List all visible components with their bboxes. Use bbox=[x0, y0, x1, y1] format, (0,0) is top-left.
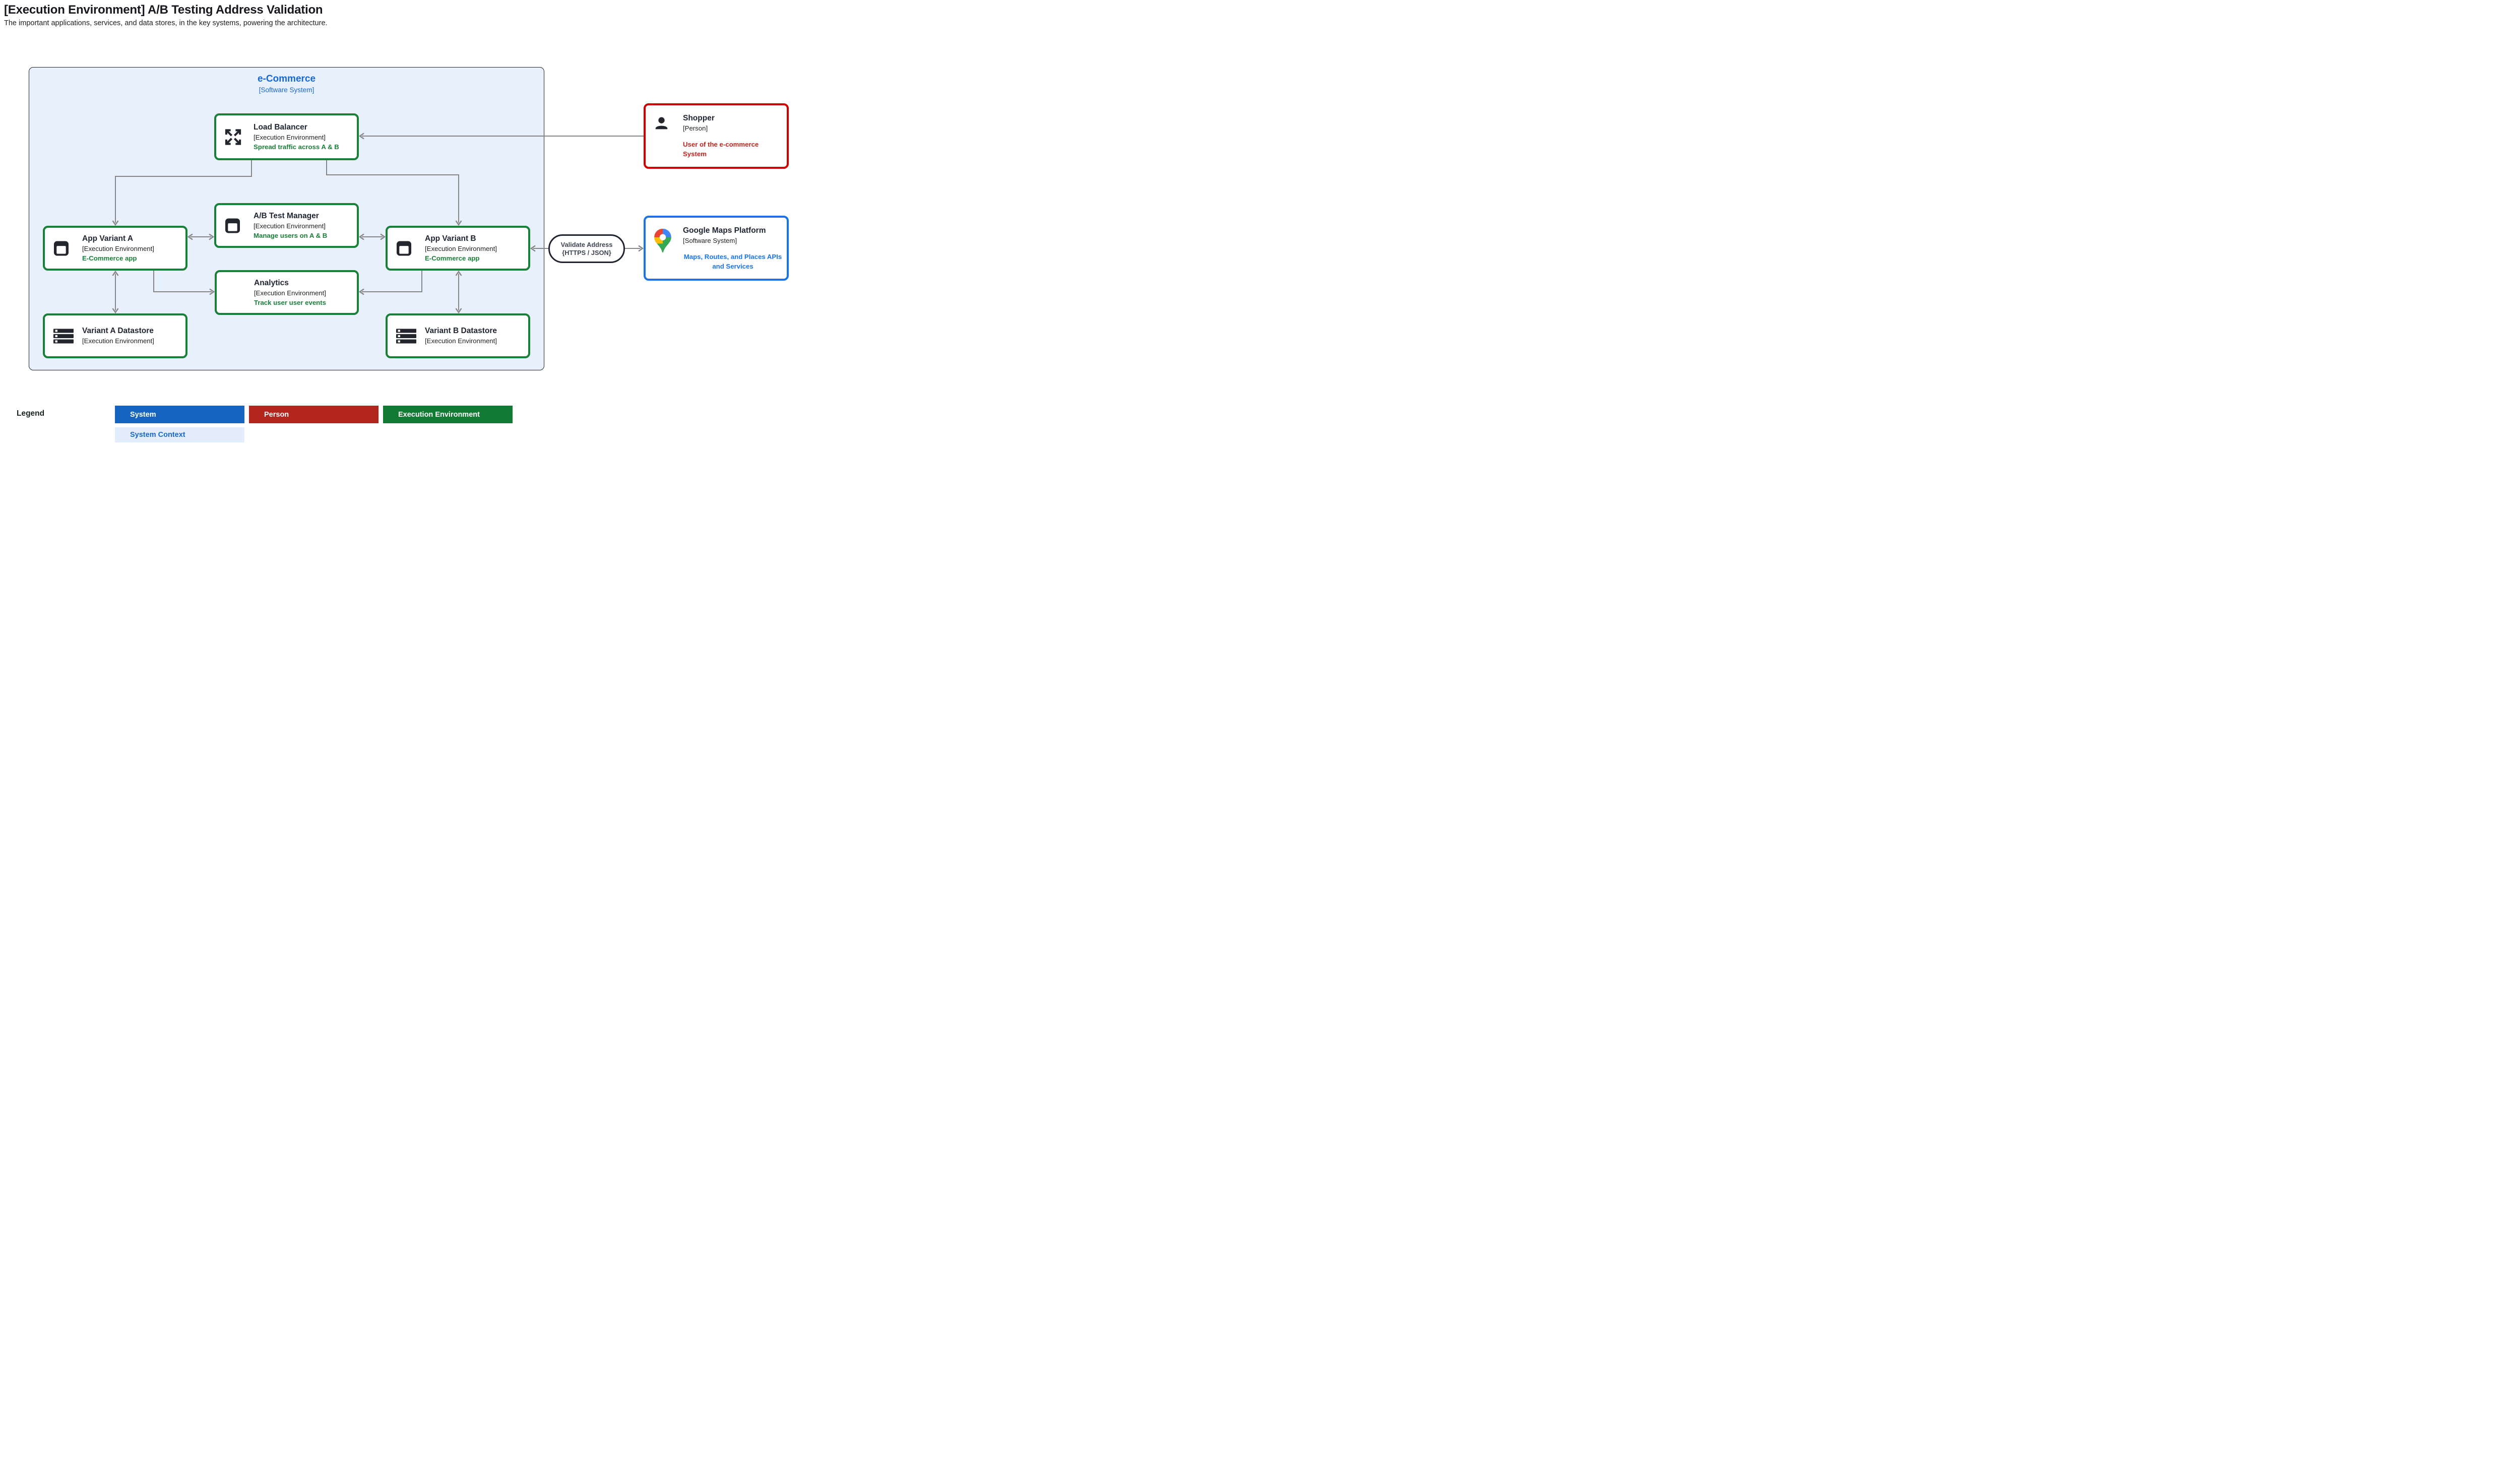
node-title: A/B Test Manager bbox=[254, 211, 319, 220]
person-icon bbox=[654, 116, 669, 131]
relationship-label-line2: {HTTPS / JSON} bbox=[562, 248, 611, 256]
node-type-label: [Execution Environment] bbox=[254, 289, 326, 297]
node-type-label: [Execution Environment] bbox=[254, 133, 326, 141]
node-type-label: [Execution Environment] bbox=[82, 337, 154, 345]
node-app-variant-b: App Variant B[Execution Environment] E-Co… bbox=[386, 226, 530, 271]
node-text: App Variant A[Execution Environment] E-Co… bbox=[45, 234, 185, 263]
page-title: [Execution Environment] A/B Testing Addr… bbox=[4, 3, 323, 17]
system-context-label: e-Commerce [Software System] bbox=[29, 74, 544, 94]
node-type-label: [Person] bbox=[683, 124, 708, 132]
node-title: Variant B Datastore bbox=[425, 327, 497, 335]
node-text: Variant A Datastore [Execution Environmen… bbox=[45, 326, 185, 346]
node-title: Load Balancer bbox=[254, 122, 307, 132]
node-title: Google Maps Platform bbox=[683, 226, 766, 235]
arrowhead-icon bbox=[638, 245, 644, 252]
node-type-label: [Execution Environment] bbox=[254, 222, 326, 230]
node-title: Analytics bbox=[254, 278, 289, 287]
relationship-label-line1: Validate Address bbox=[560, 240, 613, 248]
node-text: App Variant B[Execution Environment] E-Co… bbox=[388, 234, 528, 263]
legend-swatch-system: System bbox=[115, 406, 244, 423]
node-app-variant-a: App Variant A[Execution Environment] E-Co… bbox=[43, 226, 187, 271]
node-text: Variant B Datastore [Execution Environmen… bbox=[388, 326, 528, 346]
node-analytics: Analytics [Execution Environment]Track us… bbox=[215, 270, 359, 315]
node-variant-a-datastore: Variant A Datastore [Execution Environmen… bbox=[43, 313, 187, 358]
page-subtitle: The important applications, services, an… bbox=[4, 19, 328, 27]
system-context-name: e-Commerce bbox=[257, 74, 316, 84]
node-text: Load Balancer[Execution Environment] Spre… bbox=[216, 122, 357, 152]
node-text: Google Maps Platform[Software System] Map… bbox=[646, 226, 787, 271]
legend-swatch-system-context: System Context bbox=[115, 427, 244, 442]
legend-swatch-person: Person bbox=[249, 406, 379, 423]
system-context-type: [Software System] bbox=[259, 86, 314, 94]
node-shopper: Shopper [Person] User of the e-commerce Sy… bbox=[644, 103, 789, 169]
datastore-stack-icon bbox=[53, 329, 74, 343]
node-description: Manage users on A & B bbox=[254, 231, 328, 239]
node-description: E-Commerce app bbox=[82, 254, 137, 262]
node-type-label: [Execution Environment] bbox=[425, 337, 497, 345]
node-title: Variant A Datastore bbox=[82, 327, 154, 335]
app-window-icon bbox=[53, 240, 69, 256]
google-maps-pin-icon bbox=[654, 229, 671, 252]
node-text: Shopper [Person] User of the e-commerce Sy… bbox=[646, 113, 787, 159]
legend-swatch-execution-environment: Execution Environment bbox=[383, 406, 513, 423]
node-text: A/B Test Manager [Execution Environment]M… bbox=[216, 211, 357, 240]
node-type-label: [Software System] bbox=[683, 236, 737, 244]
node-type-label: [Execution Environment] bbox=[425, 244, 497, 252]
node-title: App Variant B bbox=[425, 234, 476, 243]
node-type-label: [Execution Environment] bbox=[82, 244, 154, 252]
app-window-icon bbox=[225, 218, 240, 233]
node-description: E-Commerce app bbox=[425, 254, 480, 262]
legend-title: Legend bbox=[17, 409, 45, 418]
node-description: Spread traffic across A & B bbox=[254, 143, 339, 151]
node-load-balancer: Load Balancer[Execution Environment] Spre… bbox=[214, 113, 359, 160]
node-text: Analytics [Execution Environment]Track us… bbox=[217, 278, 357, 307]
node-ab-test-manager: A/B Test Manager [Execution Environment]M… bbox=[214, 203, 359, 248]
spread-arrows-icon bbox=[225, 128, 241, 145]
node-description: Track user user events bbox=[254, 298, 326, 306]
node-variant-b-datastore: Variant B Datastore [Execution Environmen… bbox=[386, 313, 530, 358]
node-google-maps: Google Maps Platform[Software System] Map… bbox=[644, 216, 789, 281]
node-description: Maps, Routes, and Places APIs and Servic… bbox=[683, 252, 782, 270]
app-window-icon bbox=[396, 240, 412, 256]
datastore-stack-icon bbox=[396, 329, 416, 343]
relationship-label-validate-address: Validate Address {HTTPS / JSON} bbox=[548, 234, 625, 263]
node-title: Shopper bbox=[683, 114, 715, 122]
node-description: User of the e-commerce System bbox=[683, 141, 759, 158]
node-title: App Variant A bbox=[82, 234, 134, 243]
